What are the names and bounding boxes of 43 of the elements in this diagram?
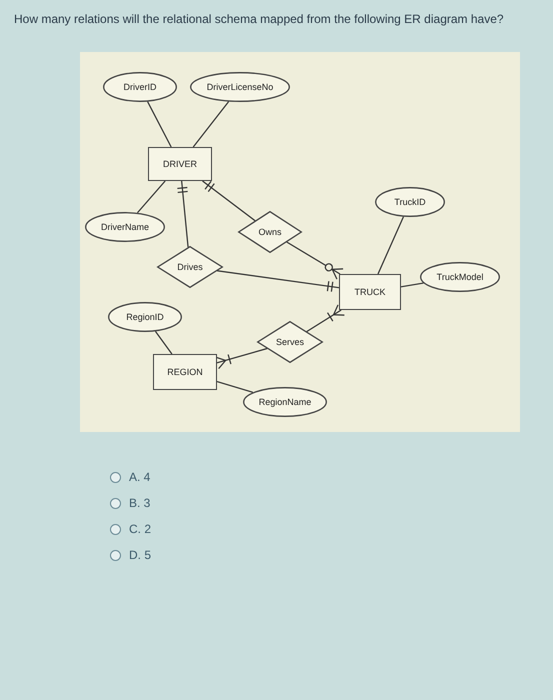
connector-line [147,101,172,148]
connector-line [137,180,166,214]
attribute-label: RegionID [126,312,164,322]
option-label: B. 3 [129,496,150,510]
connector-line [216,381,254,393]
attribute-ellipse [420,262,500,292]
question-text: How many relations will the relational schema mapped from the following ER diagram have? [14,12,505,26]
option-label: C. 2 [129,522,152,536]
option-label: A. 4 [129,470,150,484]
entity-label: REGION [167,367,203,377]
option-label: D. 5 [129,548,152,562]
relationship-label: Owns [258,227,282,237]
entity-box [339,274,401,310]
connector-line [177,180,189,248]
attribute-ellipse [190,72,290,102]
entity-label: TRUCK [354,287,386,297]
attribute-label: TruckID [394,197,426,207]
relationship-label: Serves [276,337,304,347]
attribute-label: DriverID [124,82,156,92]
entity-box [153,354,217,390]
attribute-ellipse [243,387,327,417]
connector-line [202,180,256,222]
attribute-label: DriverName [100,222,149,232]
attribute-ellipse [375,187,445,217]
attribute-label: TruckModel [436,272,484,282]
relationship-label: Drives [177,262,203,272]
connector-line [217,270,340,292]
entity-label: DRIVER [162,159,197,169]
connector-line [306,304,345,332]
connector-line [192,101,230,148]
connector-line [400,282,424,288]
connector-line [286,242,344,280]
attribute-ellipse [85,212,165,242]
connector-line [154,331,172,354]
connector-line [377,216,404,274]
attribute-label: RegionName [258,397,312,407]
relationship-diamond [257,321,323,363]
relationship-diamond [157,246,223,288]
entity-box [148,147,212,181]
relationship-diamond [238,211,302,253]
attribute-ellipse [103,72,177,102]
attribute-label: DriverLicenseNo [206,82,274,92]
attribute-ellipse [108,302,182,332]
